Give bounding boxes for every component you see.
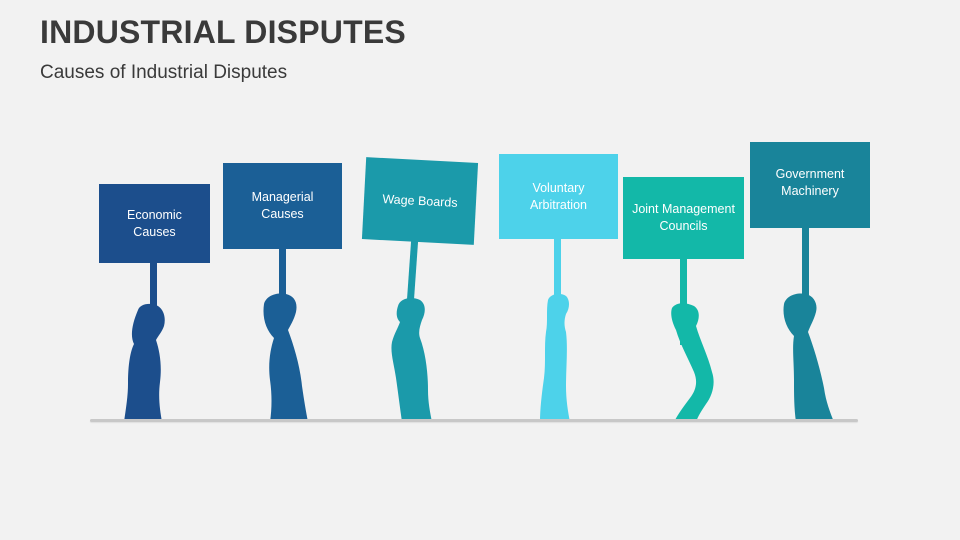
- page-title: INDUSTRIAL DISPUTES: [40, 14, 406, 50]
- placard-label: Voluntary Arbitration: [530, 180, 587, 212]
- placard-sign: Government Machinery: [750, 142, 870, 228]
- placard-stick: [802, 226, 809, 302]
- raised-arm-icon: [540, 293, 570, 422]
- placard-stick: [554, 238, 561, 298]
- placard-label: Joint Management Councils: [632, 202, 735, 233]
- placard-label: Wage Boards: [382, 191, 458, 210]
- placard-stick: [150, 262, 157, 312]
- placard-label: Economic Causes: [127, 207, 182, 239]
- raised-arm-icon: [263, 293, 308, 422]
- placard-stick: [279, 246, 286, 298]
- placard-sign: Voluntary Arbitration: [499, 154, 618, 239]
- placard-label: Government Machinery: [775, 167, 845, 198]
- raised-arm-icon: [783, 293, 834, 422]
- placard-stick: [406, 239, 419, 303]
- placard-stick: [680, 257, 687, 345]
- placard-sign: Economic Causes: [99, 184, 210, 263]
- placard-sign: Joint Management Councils: [623, 177, 744, 259]
- raised-arm-icon: [391, 298, 432, 422]
- placard-sign: Wage Boards: [361, 157, 479, 245]
- raised-arm-icon: [124, 303, 165, 422]
- page-subtitle: Causes of Industrial Disputes: [40, 62, 288, 83]
- raised-arm-icon: [671, 303, 714, 422]
- placard-sign: Managerial Causes: [223, 163, 342, 249]
- placard-label: Managerial Causes: [251, 190, 314, 221]
- ground-line: [90, 419, 858, 422]
